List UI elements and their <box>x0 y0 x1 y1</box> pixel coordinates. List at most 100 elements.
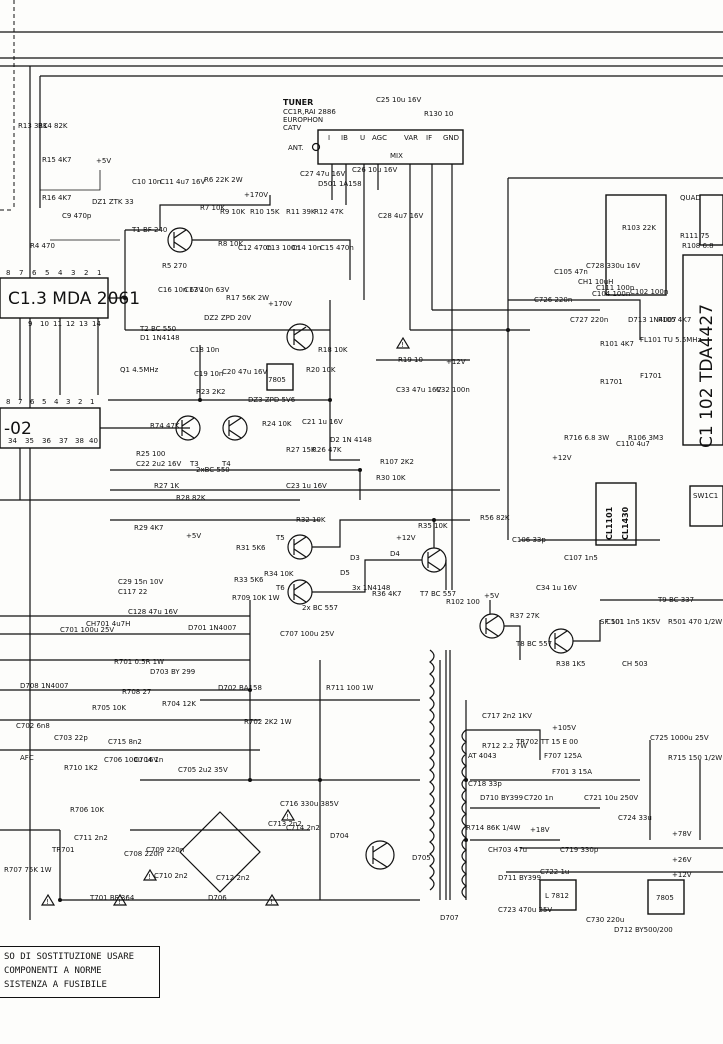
component-label: D712 BY500/200 <box>614 926 673 934</box>
component-label: SF 101 <box>600 618 624 626</box>
component-label: C107 1n5 <box>564 554 598 562</box>
component-label: R705 10K <box>92 704 126 712</box>
component-label: C711 2n2 <box>74 834 108 842</box>
ic-pin: 40 <box>89 437 98 445</box>
component-label: F1701 <box>640 372 662 380</box>
notice-line-2: COMPONENTI A NORME <box>4 966 102 976</box>
ic-02-label: -02 <box>4 419 32 439</box>
ic-pin: 35 <box>25 437 34 445</box>
component-label: D701 1N4007 <box>188 624 236 632</box>
component-label: R10 15K <box>250 208 280 216</box>
component-label: C722 1u <box>540 868 569 876</box>
component-label: R30 10K <box>376 474 406 482</box>
component-label: C701 100u 25V <box>60 626 114 634</box>
component-label: D704 <box>330 832 349 840</box>
component-label: C703 22p <box>54 734 88 742</box>
ic-tda4427-label: C1 102 TDA4427 <box>697 304 717 448</box>
ic-mda2061-bottom-pins: 9 10 11 12 13 14 <box>28 320 101 328</box>
component-label: C712 2n2 <box>216 874 250 882</box>
component-label: C706 100u 16V <box>104 756 158 764</box>
component-label: C709 220n <box>146 846 184 854</box>
component-label: C727 220n <box>570 316 608 324</box>
component-label: R37 27K <box>510 612 540 620</box>
rail-label: +105V <box>552 724 576 732</box>
reg-7805-label: 7805 <box>268 376 286 384</box>
component-label: R26 47K <box>312 446 342 454</box>
component-label: D4 <box>390 550 400 558</box>
component-label: D501 1A158 <box>318 180 362 188</box>
transformer-tr702-icon <box>429 649 467 900</box>
component-label: R27 15K <box>286 446 316 454</box>
component-label: R31 5K6 <box>236 544 266 552</box>
component-label: C719 330p <box>560 846 599 854</box>
component-label: R16 4K7 <box>42 194 72 202</box>
component-label: D708 1N4007 <box>20 682 68 690</box>
component-label: R9 10K <box>220 208 245 216</box>
component-label: R11 39K <box>286 208 316 216</box>
component-label: C728 330u 16V <box>586 262 640 270</box>
component-label: R32 10K <box>296 516 326 524</box>
if-block <box>605 194 667 296</box>
quad-block <box>699 194 723 246</box>
ic-pin: 13 <box>79 320 88 328</box>
component-label: R38 1K5 <box>556 660 586 668</box>
component-label: C717 2n2 1KV <box>482 712 532 720</box>
component-label: R102 100 <box>446 598 480 606</box>
transistor-t4-icon <box>222 415 248 441</box>
component-label: R710 1K2 <box>64 764 98 772</box>
ic-cl1430-label: CL1430 <box>621 506 630 540</box>
component-label: C12 470n <box>238 244 272 252</box>
component-label: R1701 <box>600 378 623 386</box>
component-label: Q1 4.5MHz <box>120 366 159 374</box>
component-label: T4 <box>221 460 231 468</box>
rail-label: +12V <box>552 454 572 462</box>
component-label: R709 10K 1W <box>232 594 280 602</box>
component-label: R29 4K7 <box>134 524 164 532</box>
component-label: R7 10K <box>200 204 225 212</box>
component-label: C13 100n <box>266 244 300 252</box>
component-label: C34 1u 16V <box>536 584 577 592</box>
component-label: R501 470 1/2W <box>668 618 722 626</box>
component-label: R8 10K <box>218 240 243 248</box>
svg-text:!: ! <box>401 341 404 349</box>
rail-label: +5V <box>186 532 201 540</box>
component-label: C25 10u 16V <box>376 96 421 104</box>
ic-pin: 1 <box>97 269 101 277</box>
warning-triangle-icon: ! <box>264 893 280 906</box>
component-label: C27 47u 16V <box>300 170 345 178</box>
component-label: C104 100n <box>592 290 630 298</box>
svg-text:!: ! <box>148 873 151 881</box>
reg-c7805-label: 7805 <box>656 894 674 902</box>
component-label: DZ2 ZPD 20V <box>204 314 251 322</box>
ic-pin: 37 <box>59 437 68 445</box>
svg-text:!: ! <box>118 898 121 906</box>
rail-label: +170V <box>268 300 292 308</box>
component-label: D1 1N4148 <box>140 334 180 342</box>
wiring <box>0 170 723 901</box>
component-label: CH 503 <box>622 660 648 668</box>
component-label: AFC <box>20 754 34 762</box>
component-label: D706 <box>208 894 227 902</box>
component-label: F707 125A <box>544 752 582 760</box>
component-label: C501 1n5 1K5V <box>606 618 661 626</box>
component-label: C718 33p <box>468 780 502 788</box>
ic-cl1101-label: CL1101 <box>605 506 614 540</box>
component-label: C710 2n2 <box>154 872 188 880</box>
ic-pin: 6 <box>32 269 37 277</box>
component-label: D710 BY399 <box>480 794 523 802</box>
component-label: C33 47u 16V <box>396 386 441 394</box>
notice-line-1: SO DI SOSTITUZIONE USARE <box>4 952 135 962</box>
component-label: C708 220n <box>124 850 162 858</box>
notice-line-3: SISTENZA A FUSIBILE <box>4 980 107 990</box>
component-label: T7 BC 557 <box>419 590 456 598</box>
ic-pin: 14 <box>92 320 101 328</box>
ic-cl1101 <box>595 482 637 546</box>
component-label: D707 <box>440 914 459 922</box>
component-label: D2 1N 4148 <box>330 436 372 444</box>
component-label: R711 100 1W <box>326 684 373 692</box>
ic-mda2061 <box>0 277 109 319</box>
component-label: CH1 10uH <box>578 278 613 286</box>
component-label: DZ3 ZPD 5V6 <box>248 396 296 404</box>
